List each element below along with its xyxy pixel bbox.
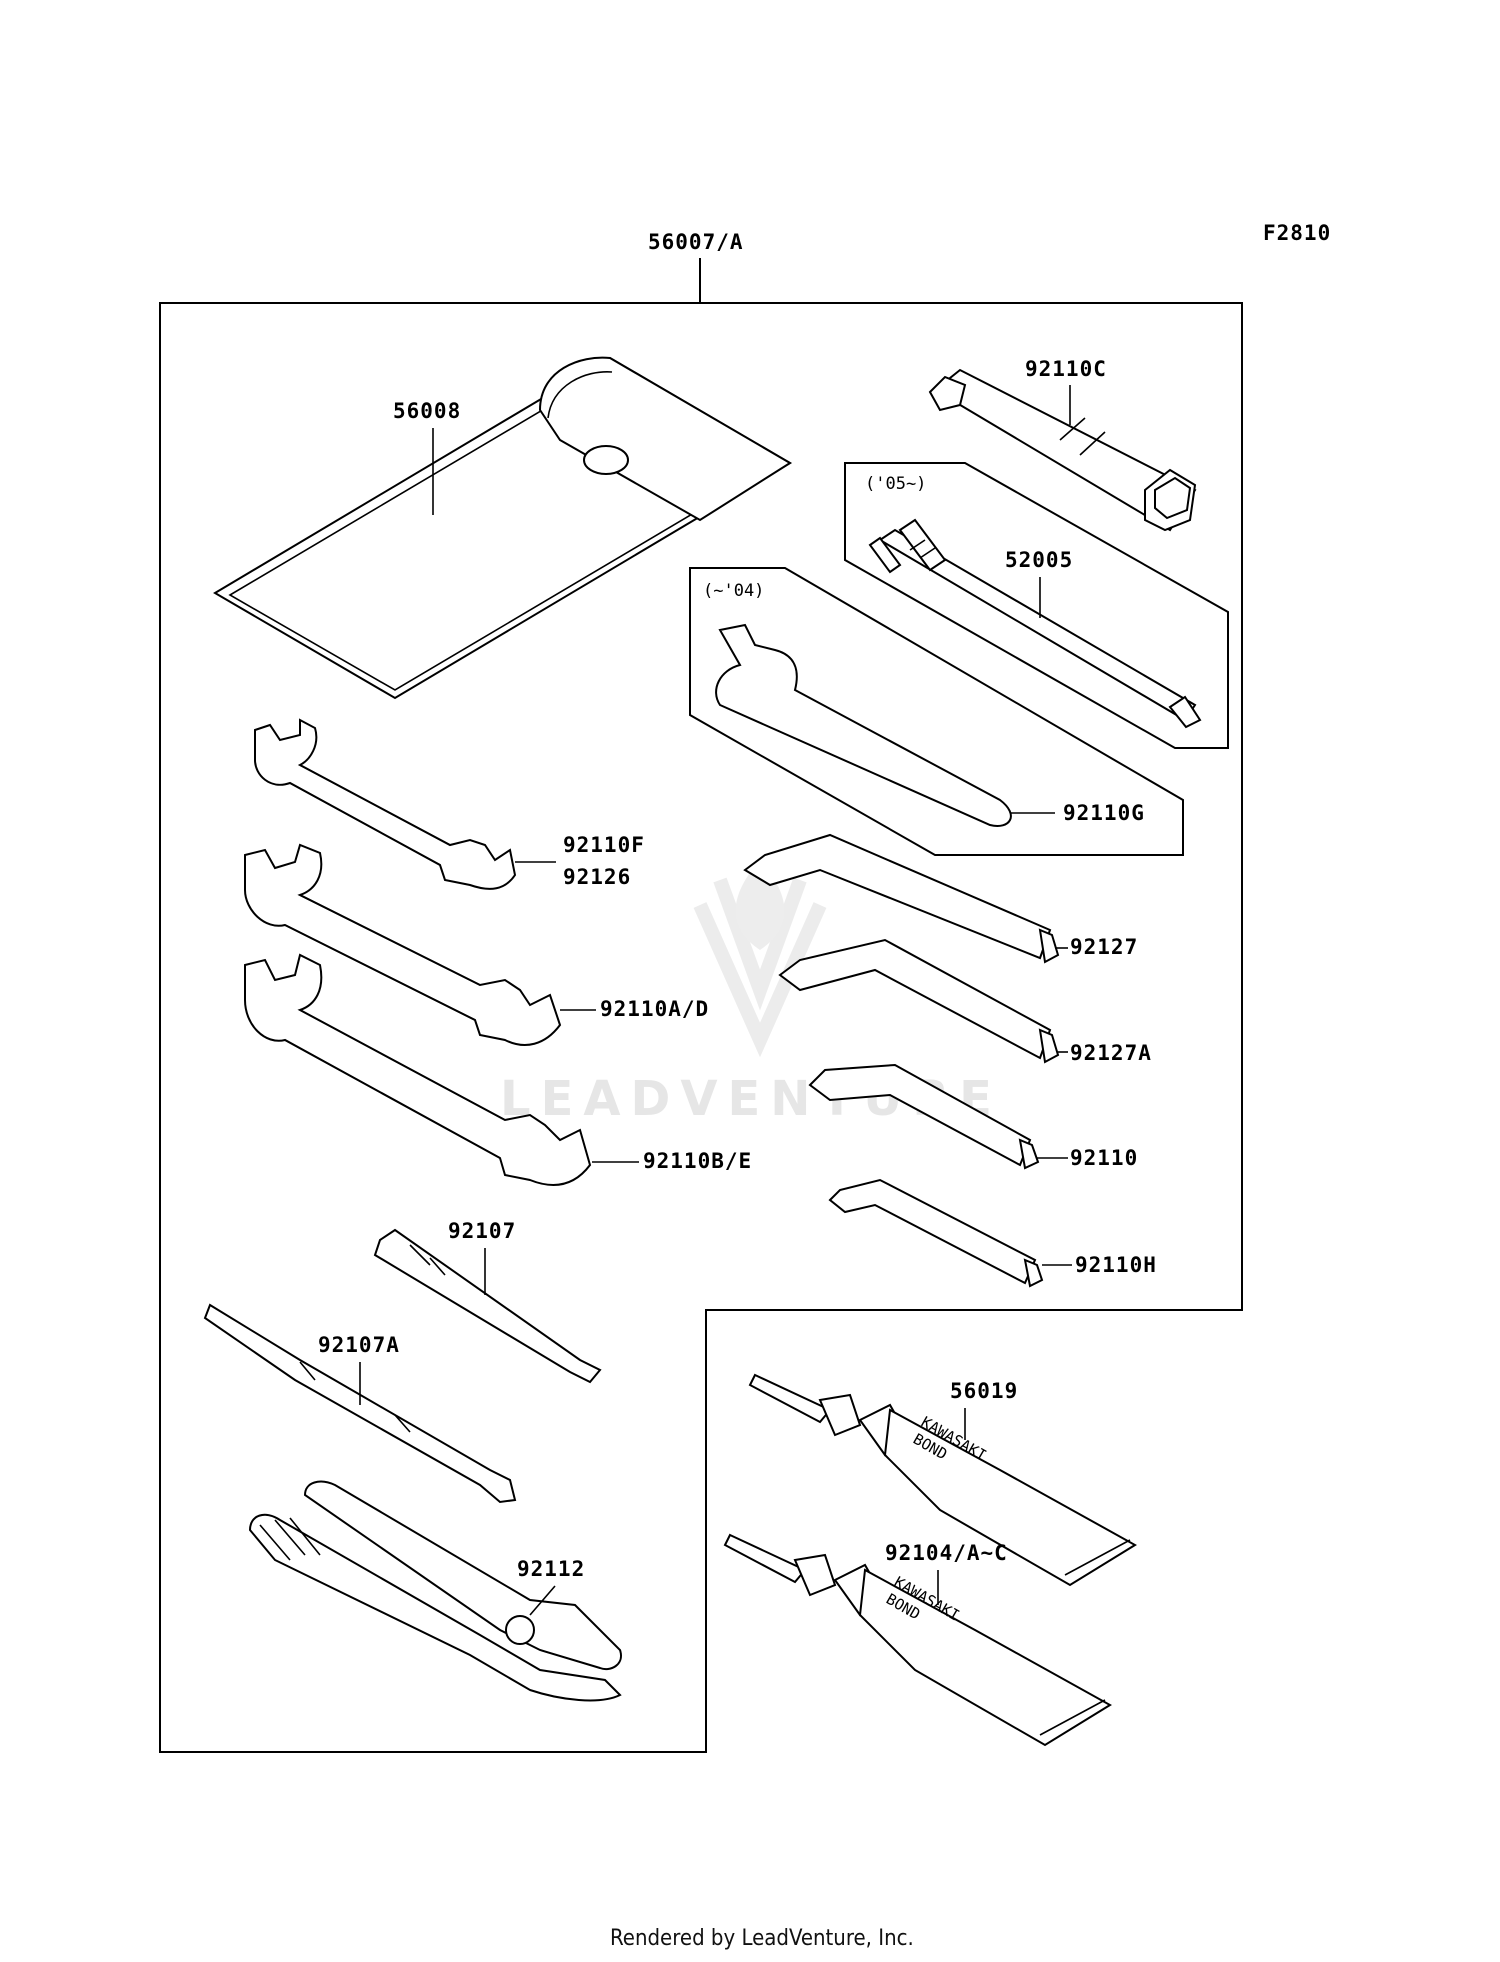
hex-key-large bbox=[743, 833, 1060, 964]
part-label-92110C[interactable]: 92110C bbox=[1025, 357, 1107, 381]
tool-pouch bbox=[213, 356, 792, 700]
plug-wrench bbox=[928, 368, 1197, 532]
footer-credit: Rendered by LeadVenture, Inc. bbox=[610, 1926, 914, 1951]
pin-spanner bbox=[715, 623, 1012, 827]
part-label-92127A[interactable]: 92127A bbox=[1070, 1041, 1152, 1065]
part-label-92127[interactable]: 92127 bbox=[1070, 935, 1138, 959]
bond-tube-1: KAWASAKI BOND bbox=[748, 1373, 1137, 1587]
leader-92112 bbox=[529, 1585, 556, 1616]
pouch-snap-icon bbox=[583, 445, 629, 475]
part-label-92110BE[interactable]: 92110B/E bbox=[643, 1149, 752, 1173]
note-year-from: ('05~) bbox=[865, 474, 926, 494]
watermark-logo-icon bbox=[693, 877, 827, 1058]
kit-label: 56007/A bbox=[648, 230, 744, 254]
part-label-92110G[interactable]: 92110G bbox=[1063, 801, 1145, 825]
pliers-pivot-icon bbox=[505, 1615, 535, 1645]
part-label-92110[interactable]: 92110 bbox=[1070, 1146, 1138, 1170]
valve-tool bbox=[868, 518, 1202, 729]
group-box-05 bbox=[844, 462, 1229, 749]
part-label-92112[interactable]: 92112 bbox=[517, 1557, 585, 1581]
group-box-04 bbox=[689, 567, 1184, 856]
part-label-92107A[interactable]: 92107A bbox=[318, 1333, 400, 1357]
part-label-92107[interactable]: 92107 bbox=[448, 1219, 516, 1243]
part-label-92110F[interactable]: 92110F bbox=[563, 833, 645, 857]
part-label-92126[interactable]: 92126 bbox=[563, 865, 631, 889]
hex-key-smallest bbox=[828, 1178, 1044, 1288]
note-year-to: (~'04) bbox=[703, 581, 764, 601]
screwdriver-bit bbox=[373, 1228, 602, 1384]
part-label-92110H[interactable]: 92110H bbox=[1075, 1253, 1157, 1277]
part-label-52005[interactable]: 52005 bbox=[1005, 548, 1073, 572]
figure-code: F2810 bbox=[1263, 221, 1331, 245]
hex-key-small bbox=[808, 1063, 1040, 1170]
open-wrench-large bbox=[244, 953, 592, 1186]
part-label-92110AD[interactable]: 92110A/D bbox=[600, 997, 709, 1021]
open-wrench-medium bbox=[244, 843, 562, 1046]
kit-boundary bbox=[159, 302, 1243, 1753]
pliers bbox=[248, 1480, 622, 1702]
part-label-92104[interactable]: 92104/A~C bbox=[885, 1541, 1008, 1565]
part-label-56019[interactable]: 56019 bbox=[950, 1379, 1018, 1403]
hex-key-medium bbox=[778, 938, 1060, 1064]
part-label-56008[interactable]: 56008 bbox=[393, 399, 461, 423]
open-wrench-small bbox=[254, 718, 517, 890]
